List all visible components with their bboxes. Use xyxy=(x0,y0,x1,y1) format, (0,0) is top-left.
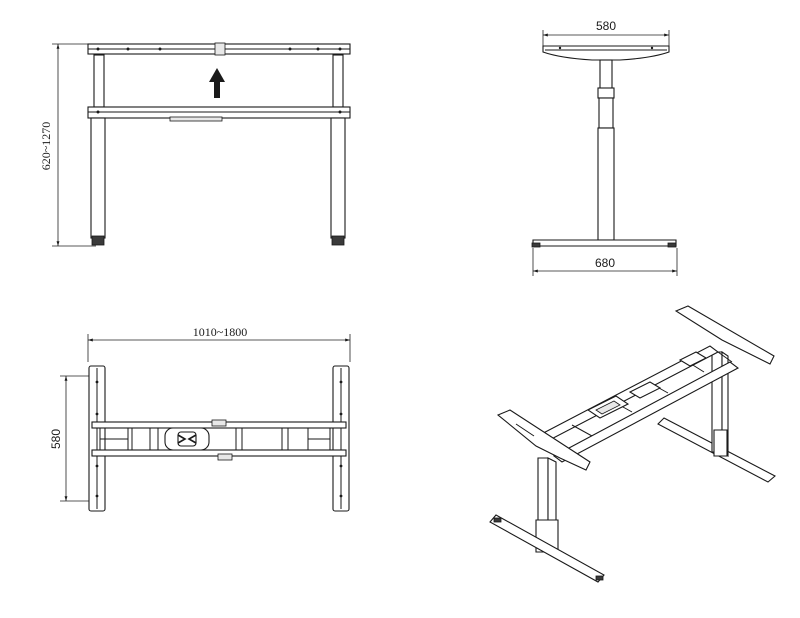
front-left-inner-column xyxy=(93,54,105,108)
length-dimension: 1010~1800 xyxy=(87,325,351,362)
side-top-bracket xyxy=(542,45,670,61)
isometric-view xyxy=(489,305,776,583)
front-right-foot xyxy=(331,235,345,246)
width-dimension: 580 xyxy=(49,375,92,502)
front-view: 620~1270 xyxy=(39,42,351,247)
side-foot xyxy=(532,239,677,247)
side-middle-column xyxy=(598,97,614,129)
side-inner-column xyxy=(599,59,613,91)
front-right-inner-column xyxy=(332,54,344,108)
iso-back-bracket xyxy=(674,305,775,365)
front-left-outer-column xyxy=(90,117,106,239)
front-top-beam xyxy=(87,42,351,56)
foot-length-label: 680 xyxy=(595,256,615,270)
top-width-dimension: 580 xyxy=(542,19,670,46)
top-view: 1010~1800 580 xyxy=(49,325,351,512)
width-label: 580 xyxy=(49,429,63,449)
length-range-label: 1010~1800 xyxy=(193,325,248,339)
side-outer-column xyxy=(597,127,615,241)
height-range-label: 620~1270 xyxy=(39,122,53,171)
iso-back-leg xyxy=(657,350,776,483)
side-collar xyxy=(597,87,615,99)
foot-length-dimension: 680 xyxy=(532,248,678,276)
top-width-label: 580 xyxy=(596,19,616,33)
side-view: 580 680 xyxy=(531,19,678,276)
top-crossbars xyxy=(91,419,347,461)
top-motor-unit xyxy=(164,427,210,451)
front-left-foot xyxy=(91,235,105,246)
iso-front-bracket xyxy=(496,409,591,471)
iso-crossbeams xyxy=(528,345,740,463)
iso-motor xyxy=(586,351,708,419)
front-middle-beam xyxy=(87,106,351,122)
iso-front-leg xyxy=(489,457,605,583)
height-dimension: 620~1270 xyxy=(39,43,96,247)
lift-arrow-icon xyxy=(209,68,225,98)
front-right-outer-column xyxy=(330,117,346,239)
